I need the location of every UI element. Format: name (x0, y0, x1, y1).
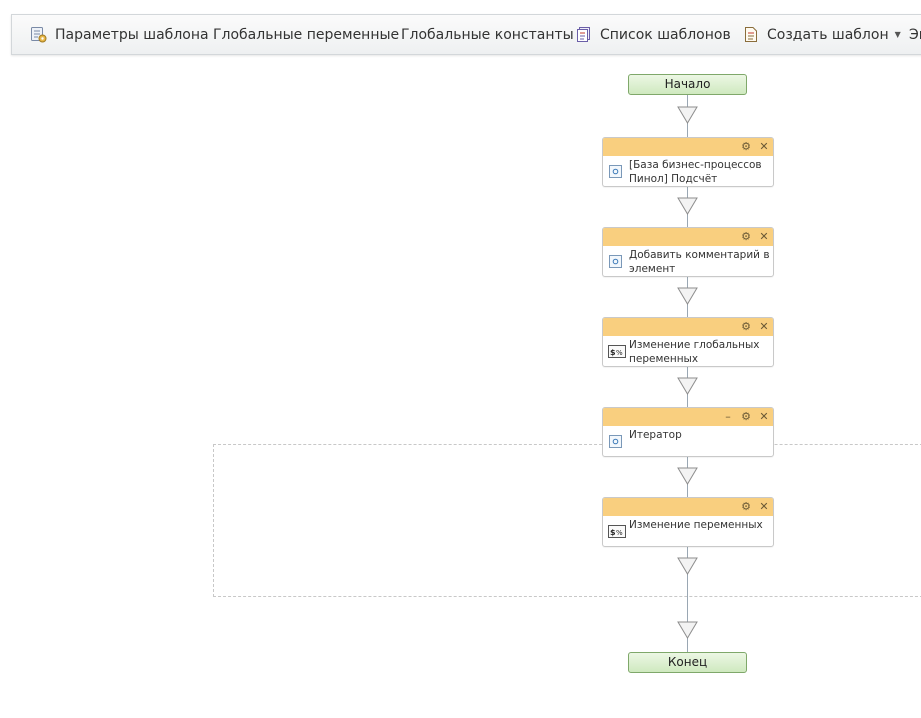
variables-icon: $ % (608, 345, 626, 358)
add-step-arrow-icon[interactable] (677, 287, 698, 305)
activity-block[interactable]: ⚙ ✕ $ % Изменение глобальных переменных (602, 317, 774, 367)
connector-line (687, 546, 688, 652)
variables-icon: $ % (608, 525, 626, 538)
gear-icon[interactable]: ⚙ (741, 230, 751, 243)
template-params-label: Параметры шаблона (55, 26, 209, 43)
minimize-icon[interactable]: – (725, 410, 731, 423)
activity-title: [База бизнес-процессов Пинол] Подсчёт ко… (629, 159, 762, 185)
chevron-down-icon: ▼ (894, 30, 901, 39)
activity-icon (609, 435, 622, 448)
add-step-arrow-icon[interactable] (677, 557, 698, 575)
global-variables-button[interactable]: Глобальные переменные (213, 15, 399, 54)
add-step-arrow-icon[interactable] (677, 106, 698, 124)
add-step-arrow-icon[interactable] (677, 621, 698, 639)
toolbar: Параметры шаблона Глобальные переменные … (11, 14, 921, 55)
template-params-button[interactable]: Параметры шаблона (30, 15, 209, 54)
activity-title: Добавить комментарий в элемент (629, 249, 770, 275)
activity-icon (609, 255, 622, 268)
activity-header: ⚙ ✕ (603, 228, 773, 246)
settings-list-icon (31, 27, 47, 43)
close-icon[interactable]: ✕ (759, 500, 769, 513)
activity-icon (609, 165, 622, 178)
gear-icon[interactable]: ⚙ (741, 410, 751, 423)
svg-text:$: $ (610, 348, 616, 357)
gear-icon[interactable]: ⚙ (741, 320, 751, 333)
template-list-button[interactable]: Список шаблонов (575, 15, 731, 54)
activity-block[interactable]: ⚙ ✕ Добавить комментарий в элемент (602, 227, 774, 277)
activity-block[interactable]: ⚙ ✕ $ % Изменение переменных (602, 497, 774, 547)
close-icon[interactable]: ✕ (759, 410, 769, 423)
activity-header: – ⚙ ✕ (603, 408, 773, 426)
activity-header: ⚙ ✕ (603, 498, 773, 516)
template-list-icon (577, 27, 590, 42)
start-node[interactable]: Начало (628, 74, 747, 95)
new-document-icon (745, 27, 757, 42)
end-node[interactable]: Конец (628, 652, 747, 673)
activity-title: Итератор (629, 429, 682, 441)
activity-title: Изменение переменных (629, 519, 763, 531)
create-template-label: Создать шаблон (767, 26, 889, 43)
export-button[interactable]: Эк (909, 15, 921, 54)
template-list-label: Список шаблонов (600, 26, 731, 43)
add-step-arrow-icon[interactable] (677, 377, 698, 395)
close-icon[interactable]: ✕ (759, 230, 769, 243)
iterator-container (213, 444, 921, 597)
svg-text:$: $ (610, 528, 616, 537)
export-label: Эк (909, 26, 921, 43)
global-constants-button[interactable]: Глобальные константы (401, 15, 574, 54)
gear-icon[interactable]: ⚙ (741, 500, 751, 513)
activity-header: ⚙ ✕ (603, 138, 773, 156)
create-template-button[interactable]: Создать шаблон ▼ (742, 15, 901, 54)
global-constants-label: Глобальные константы (401, 26, 574, 43)
add-step-arrow-icon[interactable] (677, 467, 698, 485)
global-variables-label: Глобальные переменные (213, 26, 400, 43)
svg-text:%: % (616, 529, 623, 537)
close-icon[interactable]: ✕ (759, 140, 769, 153)
add-step-arrow-icon[interactable] (677, 197, 698, 215)
gear-icon[interactable]: ⚙ (741, 140, 751, 153)
iterator-block[interactable]: – ⚙ ✕ Итератор (602, 407, 774, 457)
close-icon[interactable]: ✕ (759, 320, 769, 333)
activity-block[interactable]: ⚙ ✕ [База бизнес-процессов Пинол] Подсчё… (602, 137, 774, 187)
activity-title: Изменение глобальных переменных (629, 339, 760, 365)
activity-header: ⚙ ✕ (603, 318, 773, 336)
svg-text:%: % (616, 349, 623, 357)
